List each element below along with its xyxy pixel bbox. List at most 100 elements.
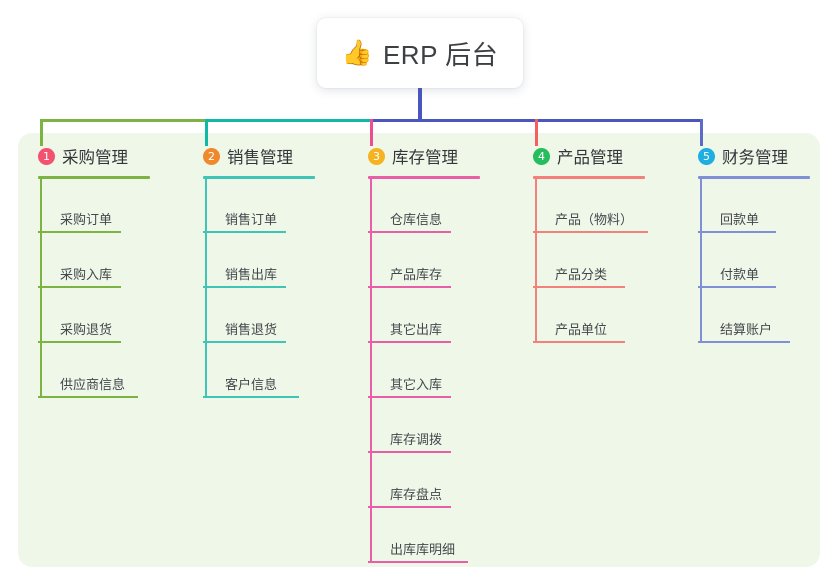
column-title-5: 财务管理 — [722, 149, 788, 167]
leaf-item[interactable]: 供应商信息 — [38, 370, 138, 398]
column-rule-4 — [533, 176, 645, 179]
column-stub-1 — [40, 119, 43, 146]
leaf-label: 其它入库 — [390, 377, 443, 392]
leaf-item[interactable]: 客户信息 — [203, 370, 299, 398]
column-spine-3 — [370, 179, 372, 563]
leaf-item[interactable]: 结算账户 — [698, 315, 790, 343]
column-stub-2 — [205, 119, 208, 146]
leaf-item[interactable]: 采购退货 — [38, 315, 121, 343]
column-header-2[interactable]: 2 销售管理 — [203, 144, 293, 168]
leaf-item[interactable]: 销售出库 — [203, 260, 286, 288]
column-rule-3 — [368, 176, 480, 179]
leaf-rule — [368, 286, 451, 288]
root-title: ERP 后台 — [382, 39, 499, 70]
leaf-label: 采购退货 — [60, 322, 113, 337]
column-title-3: 库存管理 — [392, 149, 458, 167]
trunk-segment-4 — [535, 119, 703, 122]
column-title-4: 产品管理 — [557, 149, 623, 167]
column-title-1: 采购管理 — [62, 149, 128, 167]
column-5: 5 财务管理 — [698, 144, 810, 179]
leaf-rule — [38, 231, 121, 233]
leaf-item[interactable]: 付款单 — [698, 260, 776, 288]
leaf-label: 产品（物料） — [555, 212, 634, 227]
leaf-rule — [698, 286, 776, 288]
column-header-4[interactable]: 4 产品管理 — [533, 144, 623, 168]
leaf-rule — [368, 561, 468, 563]
leaf-item[interactable]: 产品（物料） — [533, 205, 648, 233]
leaf-label: 回款单 — [720, 212, 760, 227]
leaf-rule — [38, 286, 121, 288]
leaf-item[interactable]: 产品分类 — [533, 260, 625, 288]
leaf-label: 其它出库 — [390, 322, 443, 337]
column-rule-2 — [203, 176, 315, 179]
leaf-item[interactable]: 其它入库 — [368, 370, 451, 398]
column-badge-icon-2: 2 — [203, 147, 220, 165]
column-stub-5 — [700, 119, 703, 146]
leaf-label: 产品单位 — [555, 322, 608, 337]
leaf-label: 采购入库 — [60, 267, 113, 282]
leaf-label: 库存盘点 — [390, 487, 443, 502]
trunk-segment-1 — [40, 119, 208, 122]
leaf-rule — [533, 286, 625, 288]
leaf-rule — [203, 396, 299, 398]
column-spine-5 — [700, 179, 702, 343]
trunk-segment-3 — [370, 119, 538, 122]
leaf-rule — [38, 396, 138, 398]
column-spine-2 — [205, 179, 207, 398]
leaf-rule — [38, 341, 121, 343]
column-spine-1 — [40, 179, 42, 398]
leaf-item[interactable]: 其它出库 — [368, 315, 451, 343]
leaf-label: 产品库存 — [390, 267, 443, 282]
leaf-item[interactable]: 销售退货 — [203, 315, 286, 343]
leaf-rule — [368, 451, 451, 453]
leaf-item[interactable]: 库存盘点 — [368, 480, 451, 508]
leaf-item[interactable]: 库存调拨 — [368, 425, 451, 453]
leaf-label: 仓库信息 — [390, 212, 443, 227]
column-header-1[interactable]: 1 采购管理 — [38, 144, 128, 168]
leaf-item[interactable]: 采购订单 — [38, 205, 121, 233]
leaf-label: 库存调拨 — [390, 432, 443, 447]
leaf-rule — [698, 231, 776, 233]
leaf-rule — [698, 341, 790, 343]
leaf-rule — [203, 231, 286, 233]
root-drop-line — [418, 88, 422, 122]
leaf-label: 客户信息 — [225, 377, 278, 392]
leaf-rule — [203, 341, 286, 343]
leaf-rule — [368, 396, 451, 398]
column-spine-4 — [535, 179, 537, 343]
diagram-panel — [18, 133, 820, 567]
leaf-rule — [533, 341, 625, 343]
root-node[interactable]: 👍 ERP 后台 — [317, 18, 523, 88]
leaf-label: 销售退货 — [225, 322, 278, 337]
leaf-item[interactable]: 出库库明细 — [368, 535, 468, 563]
leaf-label: 供应商信息 — [60, 377, 126, 392]
column-rule-5 — [698, 176, 810, 179]
leaf-item[interactable]: 回款单 — [698, 205, 776, 233]
root-node-content: 👍 ERP 后台 — [342, 35, 498, 72]
leaf-item[interactable]: 采购入库 — [38, 260, 121, 288]
trunk-segment-2 — [205, 119, 373, 122]
column-badge-icon-5: 5 — [698, 147, 715, 165]
leaf-label: 销售订单 — [225, 212, 278, 227]
leaf-rule — [368, 506, 451, 508]
leaf-label: 采购订单 — [60, 212, 113, 227]
leaf-item[interactable]: 仓库信息 — [368, 205, 451, 233]
column-2: 2 销售管理 — [203, 144, 315, 179]
leaf-item[interactable]: 销售订单 — [203, 205, 286, 233]
leaf-rule — [368, 231, 451, 233]
column-rule-1 — [38, 176, 150, 179]
leaf-item[interactable]: 产品库存 — [368, 260, 451, 288]
leaf-rule — [203, 286, 286, 288]
column-title-2: 销售管理 — [227, 149, 293, 167]
column-badge-icon-4: 4 — [533, 147, 550, 165]
thumbs-up-icon: 👍 — [341, 38, 373, 67]
column-1: 1 采购管理 — [38, 144, 150, 179]
leaf-rule — [368, 341, 451, 343]
leaf-item[interactable]: 产品单位 — [533, 315, 625, 343]
leaf-rule — [533, 231, 648, 233]
leaf-label: 出库库明细 — [390, 542, 456, 557]
column-header-5[interactable]: 5 财务管理 — [698, 144, 788, 168]
column-badge-icon-1: 1 — [38, 147, 55, 165]
